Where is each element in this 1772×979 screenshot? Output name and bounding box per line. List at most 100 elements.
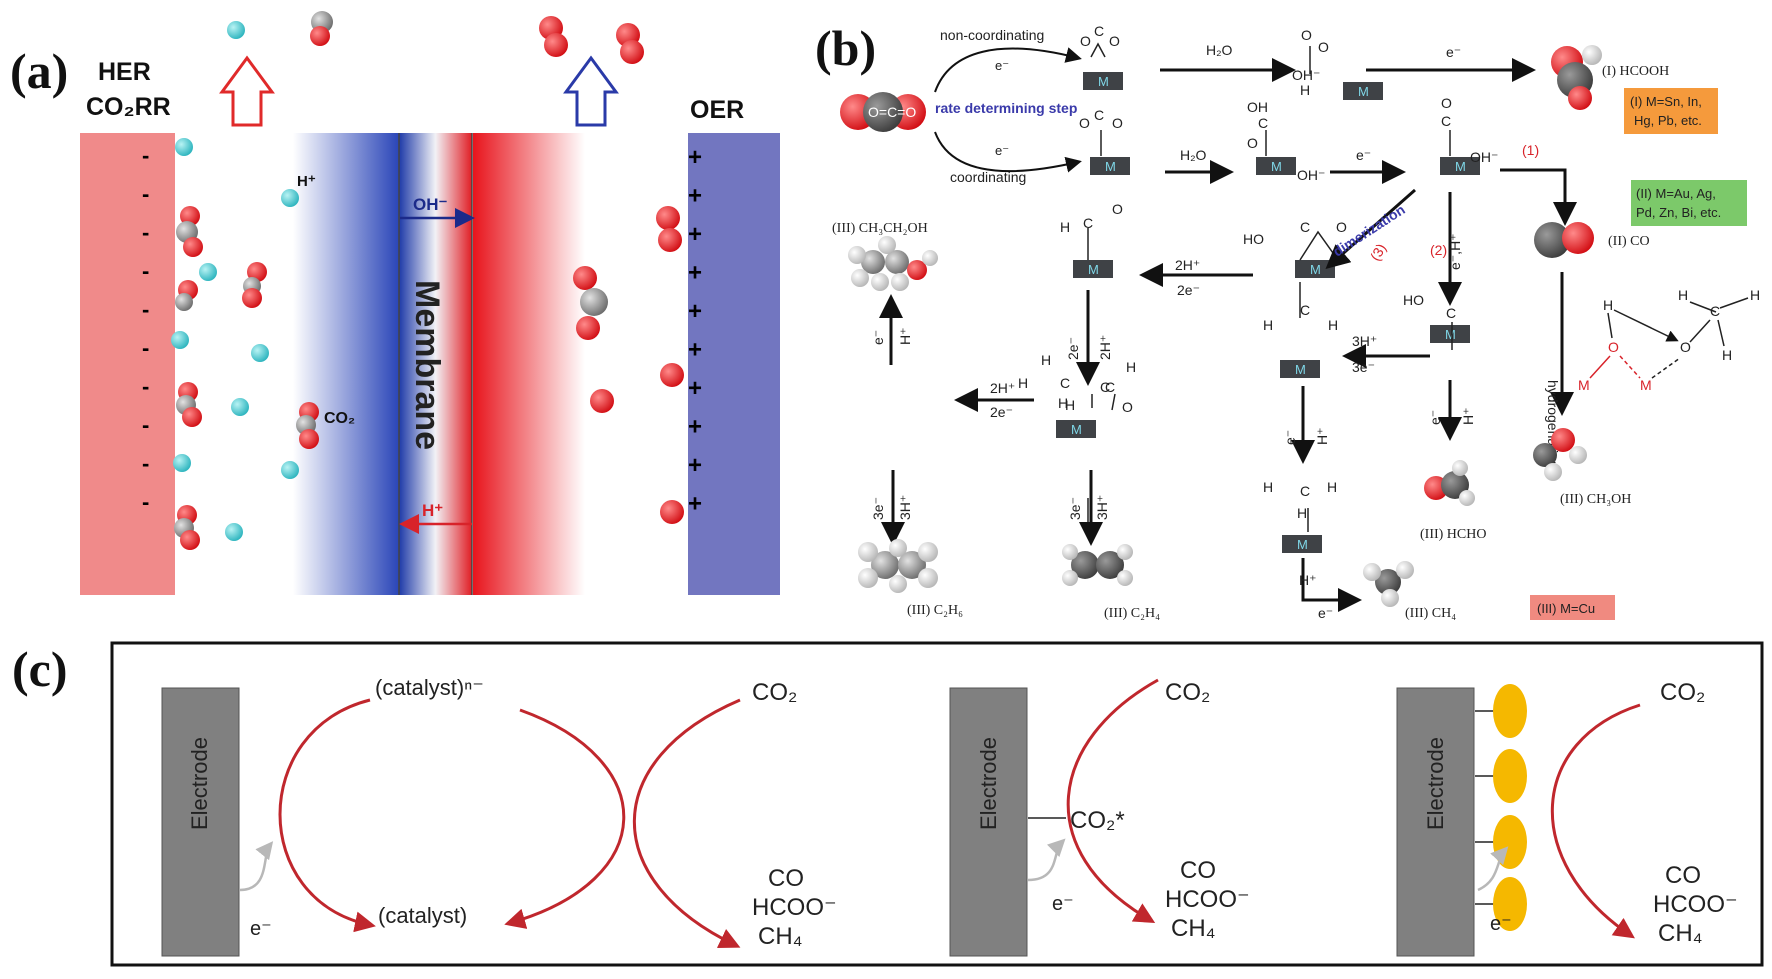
co2-path-1 <box>633 698 741 948</box>
plus-sign: + <box>688 414 702 441</box>
svg-text:O: O <box>1080 33 1091 49</box>
metal-box-1-line1: (I) M=Sn, In, <box>1630 94 1702 109</box>
noncoord-arrow <box>934 47 1082 93</box>
product-co-3: CO <box>1665 862 1701 889</box>
plus-sign: + <box>688 298 702 325</box>
product-hcoo-1: HCOO⁻ <box>752 894 837 921</box>
immobilized-catalysts <box>1493 684 1527 931</box>
svg-text:H: H <box>1263 479 1273 495</box>
panel-b: (b) O=C=O non-coordinating coordinating … <box>815 20 1760 621</box>
return-arrow <box>504 708 626 929</box>
step-2e: 2e⁻ <box>1065 337 1081 360</box>
product-c2h4: (III) C₂H₄ <box>1104 606 1160 621</box>
panel-c-label: (c) <box>12 641 68 697</box>
svg-text:O: O <box>1680 339 1691 355</box>
svg-text:H: H <box>1750 287 1760 303</box>
path-2-label: (2) <box>1430 242 1447 258</box>
svg-text:O: O <box>1247 135 1258 151</box>
minus-sign: - <box>142 220 149 245</box>
svg-text:O: O <box>1112 201 1123 217</box>
svg-text:H: H <box>1018 375 1028 391</box>
electrode-3 <box>1396 687 1475 957</box>
metal-site-label: M <box>1358 84 1369 99</box>
product-labels: (I) HCOOH (II) CO (III) CH₃OH (III) HCHO… <box>832 64 1669 621</box>
co2rr-label: CO₂RR <box>86 93 171 121</box>
svg-text:H: H <box>1060 219 1070 235</box>
plus-sign: + <box>688 144 702 171</box>
oh-label: OH⁻ <box>1470 149 1498 165</box>
path-1-label: (1) <box>1522 142 1539 158</box>
minus-sign: - <box>142 336 149 361</box>
metal-box-1 <box>1624 88 1718 134</box>
membrane-label: Membrane <box>408 280 446 450</box>
minus-sign: - <box>142 451 149 476</box>
step-3e: 3e⁻ <box>1352 359 1375 375</box>
co2-reactant: O=C=O <box>840 92 926 132</box>
electrode-3-label: Electrode <box>1423 737 1448 830</box>
svg-text:HO: HO <box>1403 292 1424 308</box>
minus-sign: - <box>142 259 149 284</box>
e-label: e⁻ <box>1356 147 1371 163</box>
metal-site <box>1256 157 1296 175</box>
product-hcho: (III) HCHO <box>1420 527 1486 542</box>
svg-text:C: C <box>1060 375 1070 391</box>
catalyst-tethers <box>1475 710 1495 905</box>
step-2h: 2H⁺ <box>1175 257 1200 273</box>
metal-site <box>1440 157 1480 175</box>
svg-text:O: O <box>1441 95 1452 111</box>
svg-text:H: H <box>1300 82 1310 98</box>
svg-text:C: C <box>1094 107 1104 123</box>
svg-text:O: O <box>1122 399 1133 415</box>
anode-gradient <box>473 133 585 595</box>
metal-site-label: M <box>1098 74 1109 89</box>
metal-box-2 <box>1631 180 1747 226</box>
metal-site <box>1083 72 1123 90</box>
e-label: e⁻ <box>1282 430 1298 445</box>
anode-electrode <box>688 133 780 595</box>
e-label-2: e⁻ <box>1052 893 1074 915</box>
svg-text:M: M <box>1578 377 1590 393</box>
step-2h: 2H⁺ <box>1097 335 1113 360</box>
svg-text:O: O <box>1301 27 1312 43</box>
panel-a: (a) HER CO₂RR OER Membrane ---------- ++… <box>10 11 780 595</box>
electrode-1 <box>161 687 240 957</box>
metal-box-1-line2: Hg, Pb, etc. <box>1634 113 1702 128</box>
plus-sign: + <box>688 337 702 364</box>
minus-sign: - <box>142 182 149 207</box>
oh-minus-label: OH⁻ <box>413 195 448 214</box>
her-label: HER <box>98 58 151 86</box>
svg-text:C: C <box>1300 483 1310 499</box>
step-3h: 3H⁺ <box>897 495 913 520</box>
anode-charges: ++++++++++ <box>688 144 702 518</box>
svg-text:O: O <box>1079 115 1090 131</box>
reduce-arrow <box>278 698 376 933</box>
metal-site-label: M <box>1310 262 1321 277</box>
plus-sign: + <box>688 452 702 479</box>
e-label: e⁻ <box>1446 44 1461 60</box>
step-3e: 3e⁻ <box>870 497 886 520</box>
e-label: e⁻ <box>1318 605 1333 621</box>
step-2e: 2e⁻ <box>990 404 1013 420</box>
co2-label-3: CO₂ <box>1660 679 1705 706</box>
metal-site-label: M <box>1295 362 1306 377</box>
panel-c-frame <box>110 641 1764 967</box>
metal-box-3-text: (III) M=Cu <box>1537 601 1595 616</box>
product-ch4-2: CH₄ <box>1171 915 1215 942</box>
path-3-label: (3) <box>1367 241 1389 264</box>
coord-label: coordinating <box>950 169 1026 185</box>
metal-site <box>1295 260 1335 278</box>
step-2e: 2e⁻ <box>1177 282 1200 298</box>
plus-sign: + <box>688 221 702 248</box>
cathode-electrode <box>80 133 175 595</box>
product-ethanol: (III) CH₃CH₂OH <box>832 221 928 236</box>
e-label: e⁻ <box>1427 410 1443 425</box>
svg-text:H: H <box>1065 397 1075 413</box>
step-h: H⁺ <box>1314 428 1330 446</box>
metal-site-label: M <box>1297 537 1308 552</box>
metal-site <box>1056 420 1096 438</box>
step-h: H⁺ <box>1460 408 1476 426</box>
plus-sign: + <box>688 491 702 518</box>
product-hcoo-3: HCOO⁻ <box>1653 891 1738 918</box>
coord-arrow <box>934 131 1082 173</box>
